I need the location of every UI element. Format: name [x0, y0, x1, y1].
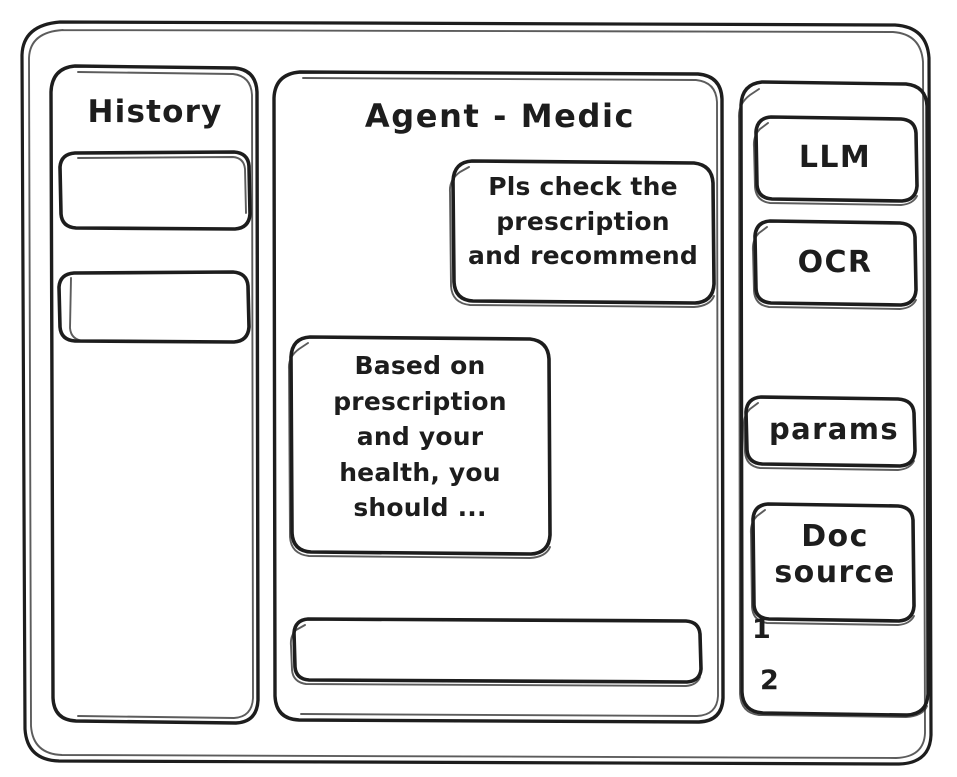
tool-button-doc-source-label: Doc source [774, 519, 896, 590]
tool-button-ocr-label: OCR [797, 245, 873, 280]
tool-button-params-label: params [768, 412, 900, 446]
history-item-2[interactable] [59, 272, 249, 343]
tool-button-llm[interactable] [756, 117, 917, 202]
history-panel-title: History [87, 94, 223, 130]
tool-button-ocr[interactable] [755, 221, 916, 306]
agent-message-bubble [291, 337, 550, 555]
history-item-1[interactable] [60, 152, 250, 230]
tool-button-doc-source[interactable] [753, 504, 914, 622]
doc-source-item-2-number[interactable]: 2 [760, 665, 780, 696]
user-message-text: Pls check the prescription and recommend [468, 172, 698, 270]
tool-button-llm-label: LLM [798, 140, 872, 175]
message-input[interactable] [294, 619, 701, 682]
doc-source-item-1-number[interactable]: 1 [752, 614, 772, 645]
user-message-bubble [453, 161, 714, 305]
page-title: Agent - Medic [364, 97, 636, 135]
tool-button-params[interactable] [746, 397, 915, 467]
agent-message-text: Based on prescription and your health, y… [333, 351, 507, 522]
